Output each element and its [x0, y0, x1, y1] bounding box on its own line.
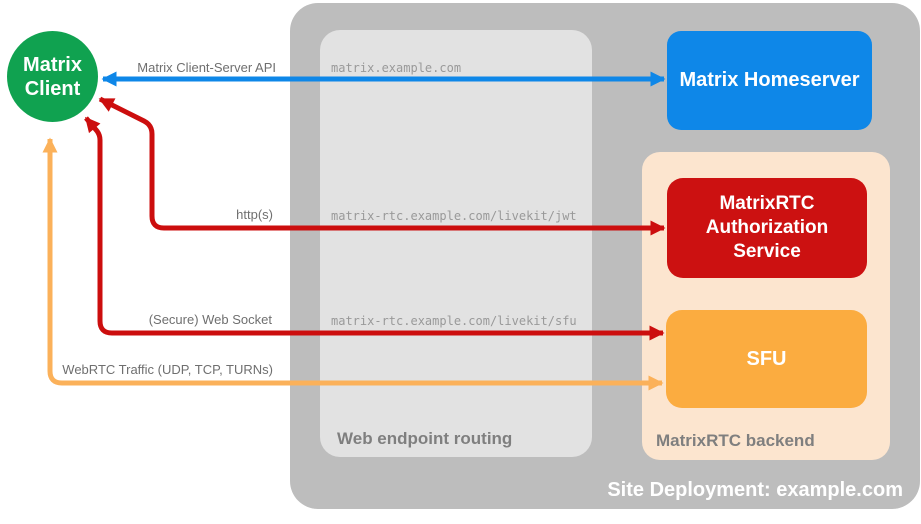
matrixrtc-backend-label: MatrixRTC backend [656, 431, 815, 450]
site-deployment-title: Site Deployment: example.com [607, 479, 903, 501]
endpoint-url-matrix: matrix.example.com [331, 61, 462, 75]
matrix-client-node: Matrix Client [7, 31, 98, 122]
matrix-client-label: Matrix Client [23, 53, 82, 100]
matrix-homeserver-node: Matrix Homeserver [667, 31, 872, 130]
sfu-node: SFU [666, 310, 867, 408]
webrtc-label: WebRTC Traffic (UDP, TCP, TURNs) [62, 362, 273, 377]
client-server-api-label: Matrix Client-Server API [137, 60, 276, 75]
web-endpoint-routing-label: Web endpoint routing [337, 429, 513, 448]
matrix-homeserver-label: Matrix Homeserver [679, 69, 860, 91]
sfu-label: SFU [746, 347, 787, 370]
endpoint-url-livekit-sfu: matrix-rtc.example.com/livekit/sfu [331, 314, 577, 328]
matrixrtc-authorization-service-node: MatrixRTC Authorization Service [667, 178, 867, 278]
https-label: http(s) [236, 207, 273, 222]
matrixrtc-authorization-service-label: MatrixRTC Authorization Service [705, 193, 829, 262]
websocket-label: (Secure) Web Socket [148, 312, 272, 327]
endpoint-url-livekit-jwt: matrix-rtc.example.com/livekit/jwt [331, 209, 577, 223]
web-endpoint-routing-box: Web endpoint routing [320, 30, 592, 457]
